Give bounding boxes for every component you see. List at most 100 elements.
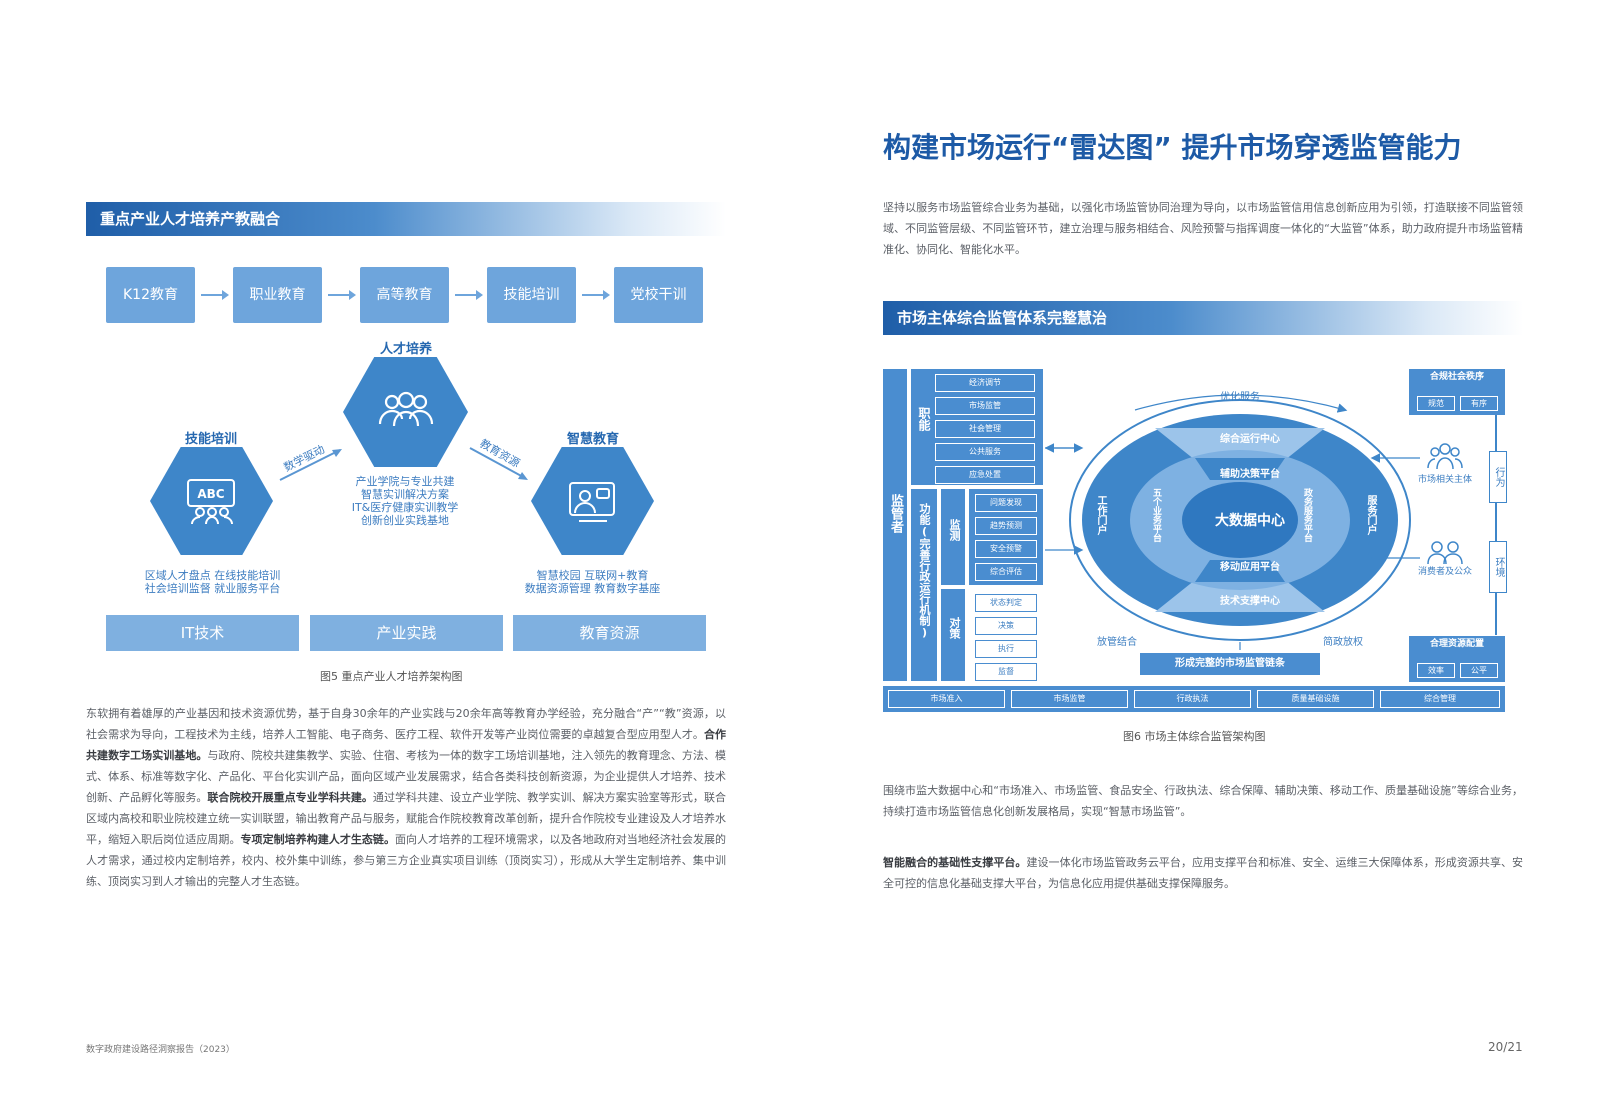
inner-right: 政务服务平台 bbox=[1302, 488, 1312, 542]
policy-column: 对策 bbox=[941, 589, 965, 681]
supervisor-label: 监管者 bbox=[888, 494, 903, 533]
figure-caption-5: 图5 重点产业人才培养架构图 bbox=[320, 670, 463, 683]
hex-title-talent: 人才培养 bbox=[379, 342, 432, 357]
order-box: 合规社会秩序 bbox=[1409, 369, 1505, 415]
flow-arrow bbox=[328, 290, 356, 300]
monitor-item: 问题发现 bbox=[975, 494, 1037, 512]
monitor-item: 综合评估 bbox=[975, 563, 1037, 581]
market-subject-icon bbox=[1427, 443, 1463, 470]
page-number: 20/21 bbox=[1488, 1040, 1523, 1054]
figure-caption-6: 图6 市场主体综合监管架构图 bbox=[1123, 730, 1266, 743]
duty-item: 社会管理 bbox=[935, 420, 1035, 438]
caption-line: 区域人才盘点 在线技能培训 bbox=[144, 569, 281, 582]
radar-oval-diagram bbox=[1045, 394, 1411, 650]
caption-line: 智慧实训解决方案 bbox=[361, 488, 449, 501]
resource-box: 合理资源配置 bbox=[1409, 636, 1505, 682]
duty-block: 职能 bbox=[911, 369, 1043, 485]
para-bold: 联合院校开展重点专业学科共建。 bbox=[207, 791, 373, 804]
market-paragraph-1: 围绕市监大数据中心和“市场准入、市场监管、食品安全、行政执法、综合保障、辅助决策… bbox=[883, 784, 1523, 818]
bottom-right-label: 简政放权 bbox=[1323, 637, 1363, 648]
bottom-box-practice: 产业实践 bbox=[310, 615, 503, 651]
consumer-icon bbox=[1427, 541, 1463, 565]
side-connector bbox=[1495, 415, 1497, 635]
policy-item: 监督 bbox=[975, 663, 1037, 681]
caption-line: 创新创业实践基地 bbox=[361, 514, 449, 527]
behavior-label: 行为 bbox=[1489, 451, 1507, 503]
chain-bar: 形成完整的市场监管链条 bbox=[1140, 653, 1320, 675]
flow-box-higher: 高等教育 bbox=[360, 267, 449, 323]
caption-line: 社会培训监督 就业服务平台 bbox=[144, 582, 281, 595]
hex-caption-smart-edu: 智慧校园 互联网+教育 数据资源管理 教育数字基座 bbox=[505, 569, 680, 595]
ring-bottom: 技术支撑中心 bbox=[1220, 596, 1280, 607]
para-text: 东软拥有着雄厚的产业基因和技术资源优势，基于自身30余年的产业实践与20余年高等… bbox=[86, 707, 726, 741]
duty-item: 公共服务 bbox=[935, 443, 1035, 461]
flow-box-vocational: 职业教育 bbox=[233, 267, 322, 323]
policy-item: 执行 bbox=[975, 640, 1037, 658]
para-text: 通过学科共建、设立产业学院、教学实训、解决方案实验室等形式，联合区域内高校和职业… bbox=[86, 791, 727, 846]
people-group-icon bbox=[378, 391, 433, 427]
consumer-label: 消费者及公众 bbox=[1417, 567, 1472, 577]
bottom-box-it: IT技术 bbox=[106, 615, 299, 651]
online-teacher-icon bbox=[568, 482, 615, 522]
ring-left: 工作门户 bbox=[1095, 495, 1106, 535]
ring-top: 综合运行中心 bbox=[1220, 434, 1280, 445]
policy-label: 对策 bbox=[948, 617, 961, 639]
para-bold: 智能融合的基础性支撑平台。 bbox=[883, 856, 1027, 869]
hex-title-smart-edu: 智慧教育 bbox=[566, 432, 619, 447]
abc-board-icon: ABC bbox=[186, 479, 235, 525]
side-arrows bbox=[1370, 453, 1420, 563]
footer-report-title: 数字政府建设路径洞察报告（2023） bbox=[86, 1045, 235, 1055]
supervisor-column: 监管者 bbox=[883, 369, 907, 681]
ring-right: 服务门户 bbox=[1365, 495, 1376, 535]
resource-item: 效率 bbox=[1417, 663, 1455, 678]
base-item: 市场准入 bbox=[888, 690, 1005, 708]
policy-item: 决策 bbox=[975, 617, 1037, 635]
order-item: 有序 bbox=[1460, 396, 1498, 411]
base-item: 市场监管 bbox=[1011, 690, 1128, 708]
big-data-center: 大数据中心 bbox=[1215, 513, 1285, 529]
inner-top: 辅助决策平台 bbox=[1220, 469, 1280, 480]
page-title: 构建市场运行“雷达图” 提升市场穿透监管能力 bbox=[883, 131, 1462, 164]
function-label: 功能(完善行政运行机制) bbox=[918, 503, 931, 639]
hex-smart-edu bbox=[531, 447, 654, 555]
para-text: 面向人才培养的工程环境需求，以及各地政府对当地经济社会发展的人才需求，通过校内定… bbox=[86, 833, 727, 888]
hex-caption-skill: 区域人才盘点 在线技能培训 社会培训监督 就业服务平台 bbox=[120, 569, 305, 595]
svg-text:ABC: ABC bbox=[197, 487, 224, 501]
base-item: 行政执法 bbox=[1134, 690, 1251, 708]
caption-line: 智慧校园 互联网+教育 bbox=[536, 569, 649, 582]
hex-skill: ABC bbox=[150, 447, 273, 555]
flow-box-party-school: 党校干训 bbox=[614, 267, 703, 323]
inner-left: 五个业务平台 bbox=[1151, 488, 1161, 542]
right-page: 构建市场运行“雷达图” 提升市场穿透监管能力 坚持以服务市场监管综合业务为基础，… bbox=[805, 0, 1610, 1099]
resource-item: 公平 bbox=[1460, 663, 1498, 678]
section-title-talent: 重点产业人才培养产教融合 bbox=[86, 202, 726, 236]
flow-arrow bbox=[201, 290, 229, 300]
duty-item: 经济调节 bbox=[935, 374, 1035, 392]
base-item: 综合管理 bbox=[1380, 690, 1500, 708]
para-text: 与政府、院校共建集教学、实验、住宿、考核为一体的数字工场培训基地，注入领先的教育… bbox=[86, 749, 727, 804]
flow-box-k12: K12教育 bbox=[106, 267, 195, 323]
base-item: 质量基础设施 bbox=[1257, 690, 1374, 708]
flow-box-skill: 技能培训 bbox=[487, 267, 576, 323]
flow-arrow bbox=[455, 290, 483, 300]
top-service-label: 优化服务 bbox=[1220, 392, 1260, 403]
market-paragraph-2: 智能融合的基础性支撑平台。建设一体化市场监管政务云平台，应用支撑平台和标准、安全… bbox=[883, 852, 1523, 894]
hex-caption-talent: 产业学院与专业共建 智慧实训解决方案 IT&医疗健康实训教学 创新创业实践基地 bbox=[330, 475, 480, 527]
para-bold: 合作共建数字工场实训基地。 bbox=[86, 728, 727, 762]
inner-bottom: 移动应用平台 bbox=[1220, 562, 1280, 573]
flow-arrow bbox=[582, 290, 610, 300]
hex-talent bbox=[343, 357, 468, 467]
monitor-item: 安全预警 bbox=[975, 540, 1037, 558]
left-page: 重点产业人才培养产教融合 K12教育 职业教育 高等教育 技能培训 党校干训 人… bbox=[86, 202, 727, 1055]
caption-line: 数据资源管理 教育数字基座 bbox=[524, 582, 661, 595]
monitor-item: 趋势预测 bbox=[975, 517, 1037, 535]
resource-box-title: 合理资源配置 bbox=[1429, 639, 1484, 649]
monitor-items-block bbox=[969, 489, 1043, 585]
caption-line: 产业学院与专业共建 bbox=[355, 475, 455, 488]
function-column: 功能(完善行政运行机制) bbox=[911, 489, 937, 681]
caption-line: IT&医疗健康实训教学 bbox=[351, 501, 459, 514]
order-box-title: 合规社会秩序 bbox=[1429, 372, 1484, 382]
intro-paragraph: 坚持以服务市场监管综合业务为基础，以强化市场监管协同治理为导向，以市场监管信用信… bbox=[883, 201, 1523, 256]
monitor-column: 监测 bbox=[941, 489, 965, 585]
bottom-left-label: 放管结合 bbox=[1097, 637, 1137, 648]
